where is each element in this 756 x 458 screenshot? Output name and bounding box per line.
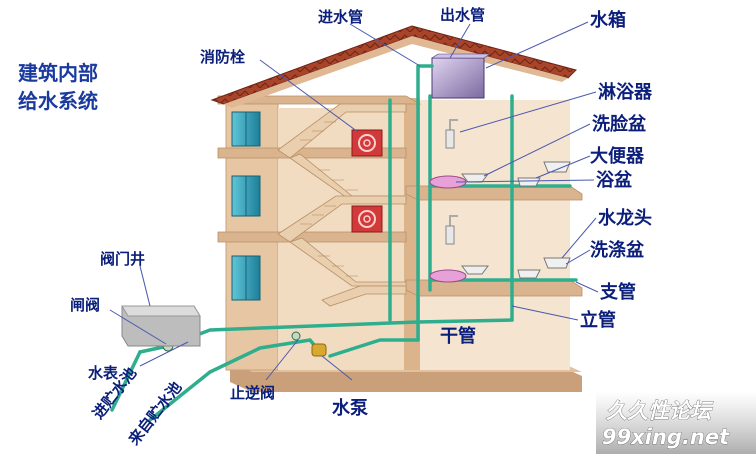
windows: [231, 111, 261, 301]
shower-head-upper: [449, 119, 458, 130]
watermark-line1: 久久性论坛: [606, 399, 714, 423]
water-tank-top: [431, 53, 491, 59]
label-pump: 水泵: [332, 397, 368, 419]
title-line2: 给水系统: [18, 89, 98, 113]
watermark-backdrop: [596, 392, 756, 454]
ground-slab: [230, 366, 582, 392]
label-washbasin: 洗脸盆: [592, 113, 647, 135]
reservoir-pipe-2: [110, 350, 142, 412]
right-rooms: [420, 100, 570, 370]
bathtub-lower: [429, 269, 467, 283]
fire-hydrant-box-upper: [351, 129, 383, 157]
label-shower: 淋浴器: [598, 81, 653, 103]
label-sink: 洗涤盆: [590, 239, 645, 261]
sink-upper: [543, 161, 571, 173]
water-tank: [431, 57, 485, 99]
label-outlet-pipe: 出水管: [440, 6, 485, 24]
toilet-upper: [517, 177, 541, 187]
reservoir-pipe: [148, 370, 212, 422]
toilet-lower: [517, 269, 541, 279]
valve-well-top: [121, 305, 201, 317]
label-from-reservoir: 来自贮水池: [124, 378, 185, 449]
label-fire-hydrant: 消防栓: [200, 48, 245, 66]
washbasin-lower: [461, 265, 489, 275]
staircases: [277, 103, 407, 307]
watermark-line2: 99xing.net: [602, 425, 730, 449]
label-bathtub: 浴盆: [596, 169, 633, 191]
label-riser-pipe: 立管: [580, 309, 616, 331]
label-inlet-pipe: 进水管: [318, 8, 363, 26]
floor-slabs: [217, 95, 583, 297]
label-valve-well: 阀门井: [100, 250, 145, 268]
title-line1: 建筑内部: [18, 61, 98, 85]
label-water-meter: 水表: [88, 364, 119, 382]
fixtures-upper: [429, 119, 571, 189]
label-branch-pipe: 支管: [599, 281, 636, 303]
stair-steps: [300, 121, 358, 277]
leader-lines: [109, 21, 599, 381]
label-main-pipe: 干管: [440, 325, 476, 347]
label-check-valve: 止逆阀: [230, 384, 275, 402]
fire-hydrant-box-lower: [351, 205, 383, 233]
label-water-tank: 水箱: [590, 9, 626, 31]
center-wall: [404, 98, 420, 370]
sink-lower: [543, 257, 571, 269]
label-gate-valve: 闸阀: [70, 296, 100, 314]
label-toilet: 大便器: [590, 145, 645, 167]
label-faucet: 水龙头: [598, 207, 652, 229]
fixtures-lower: [429, 215, 571, 283]
